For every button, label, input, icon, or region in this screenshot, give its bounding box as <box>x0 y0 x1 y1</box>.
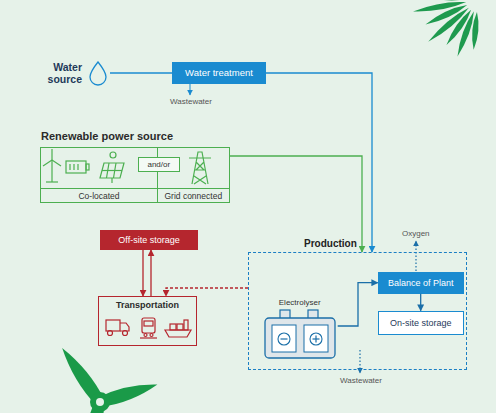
node-label: Transportation <box>99 300 196 310</box>
process-box: Water treatment <box>172 62 266 84</box>
node-label: Grid connected <box>158 188 229 202</box>
equipment-node: Electrolyser <box>262 298 338 362</box>
connector-box: and/or <box>138 157 180 172</box>
group-box: Renewable power sourceCo-locatedand/orGr… <box>40 147 230 203</box>
starburst-logo <box>412 0 479 57</box>
output-label: Wastewater <box>170 97 212 106</box>
flow-arrow <box>338 283 378 326</box>
turbine-illustration <box>57 344 160 413</box>
node-label: Balance of Plant <box>378 272 464 294</box>
transport-icons <box>106 318 191 338</box>
flow-arrow <box>110 72 172 73</box>
source-node: Water source <box>40 60 110 87</box>
flow-arrow <box>230 156 362 252</box>
group-box: Transportation <box>98 296 197 346</box>
group-box: ProductionElectrolyserBalance of PlantOn… <box>248 252 467 370</box>
process-box: Balance of Plant <box>378 272 464 294</box>
node-label: Renewable power source <box>41 130 173 142</box>
node-label: and/or <box>139 158 179 171</box>
option-cell: Grid connected <box>158 148 229 202</box>
flow-arrow <box>142 250 143 296</box>
node-label: Production <box>304 238 357 249</box>
node-label: On-site storage <box>379 312 463 334</box>
outflow-arrow <box>415 241 416 271</box>
flow-arrow <box>166 288 248 296</box>
output-label: Wastewater <box>340 376 382 385</box>
storage-box: On-site storage <box>378 311 464 335</box>
renewable-icons <box>43 149 211 184</box>
output-label: Oxygen <box>402 229 430 238</box>
node-label: Electrolyser <box>262 298 338 308</box>
flow-arrow <box>150 250 151 296</box>
flow-arrow <box>266 73 372 252</box>
water-drop-icon <box>90 62 106 85</box>
node-label: Off-site storage <box>100 230 198 250</box>
electrolyser-icon <box>265 310 335 358</box>
flow-arrow <box>420 294 421 311</box>
node-label: Water source <box>40 61 82 85</box>
node-label: Co-located <box>41 188 157 202</box>
outflow-arrow <box>190 84 191 95</box>
node-label: Water treatment <box>172 62 266 84</box>
storage-box: Off-site storage <box>100 230 198 250</box>
